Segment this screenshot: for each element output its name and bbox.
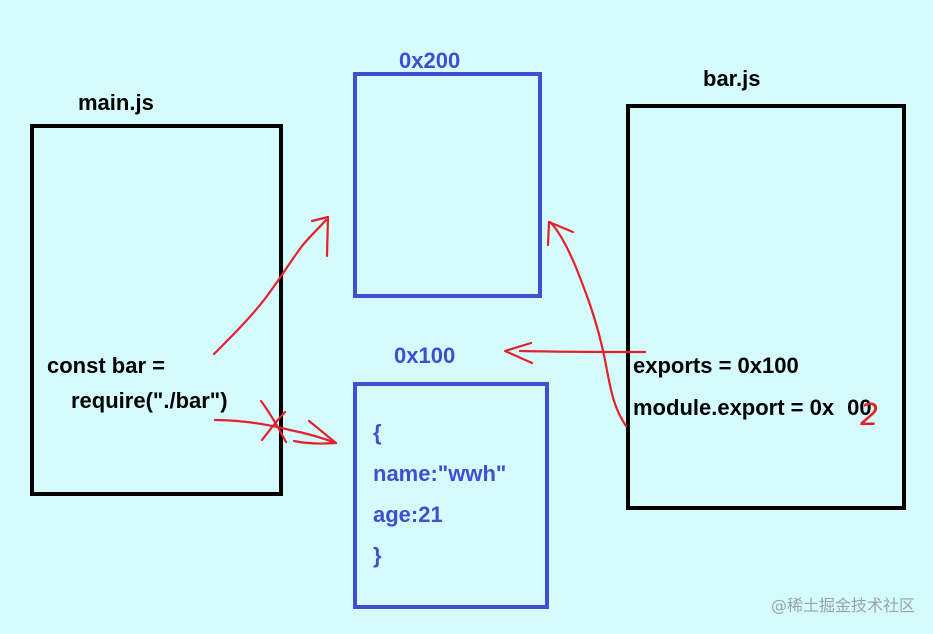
arrow-module-export-to-0x200 <box>548 220 628 428</box>
arrow-main-to-0x200 <box>212 218 328 356</box>
arrow-require-to-0x100 <box>213 418 338 445</box>
arrow-main-to-0x200-head <box>310 215 330 258</box>
handwritten-digit: 2 <box>860 398 879 433</box>
cross-mark <box>259 399 288 444</box>
main-code-line-2: require("./bar") <box>71 388 228 413</box>
main-js-title: main.js <box>78 90 154 115</box>
main-code-line-1: const bar = <box>47 353 165 378</box>
bar-module-export-line: module.export = 0x 00 <box>633 397 872 419</box>
bar-module-export-text: module.export = 0x <box>633 395 835 420</box>
object-line-open-brace: { <box>373 420 382 445</box>
arrow-require-to-0x100-head <box>292 419 338 445</box>
arrow-module-export-to-0x200-head <box>546 220 575 247</box>
bar-exports-line: exports = 0x100 <box>633 353 799 378</box>
memory-0x100-box <box>353 382 549 609</box>
bar-module-export-suffix: 00 <box>847 395 872 420</box>
object-line-age: age:21 <box>373 502 443 527</box>
memory-0x100-label: 0x100 <box>394 343 456 368</box>
arrow-exports-to-0x100 <box>518 349 647 354</box>
bar-js-box <box>626 104 906 510</box>
object-line-name: name:"wwh" <box>373 461 507 486</box>
main-js-box <box>30 124 283 496</box>
arrow-exports-to-0x100-head <box>503 341 534 365</box>
memory-0x200-label: 0x200 <box>399 48 461 73</box>
object-line-close-brace: } <box>373 543 382 568</box>
memory-0x200-box <box>353 72 542 298</box>
watermark: @稀土掘金技术社区 <box>770 596 915 615</box>
bar-js-title: bar.js <box>703 66 761 91</box>
